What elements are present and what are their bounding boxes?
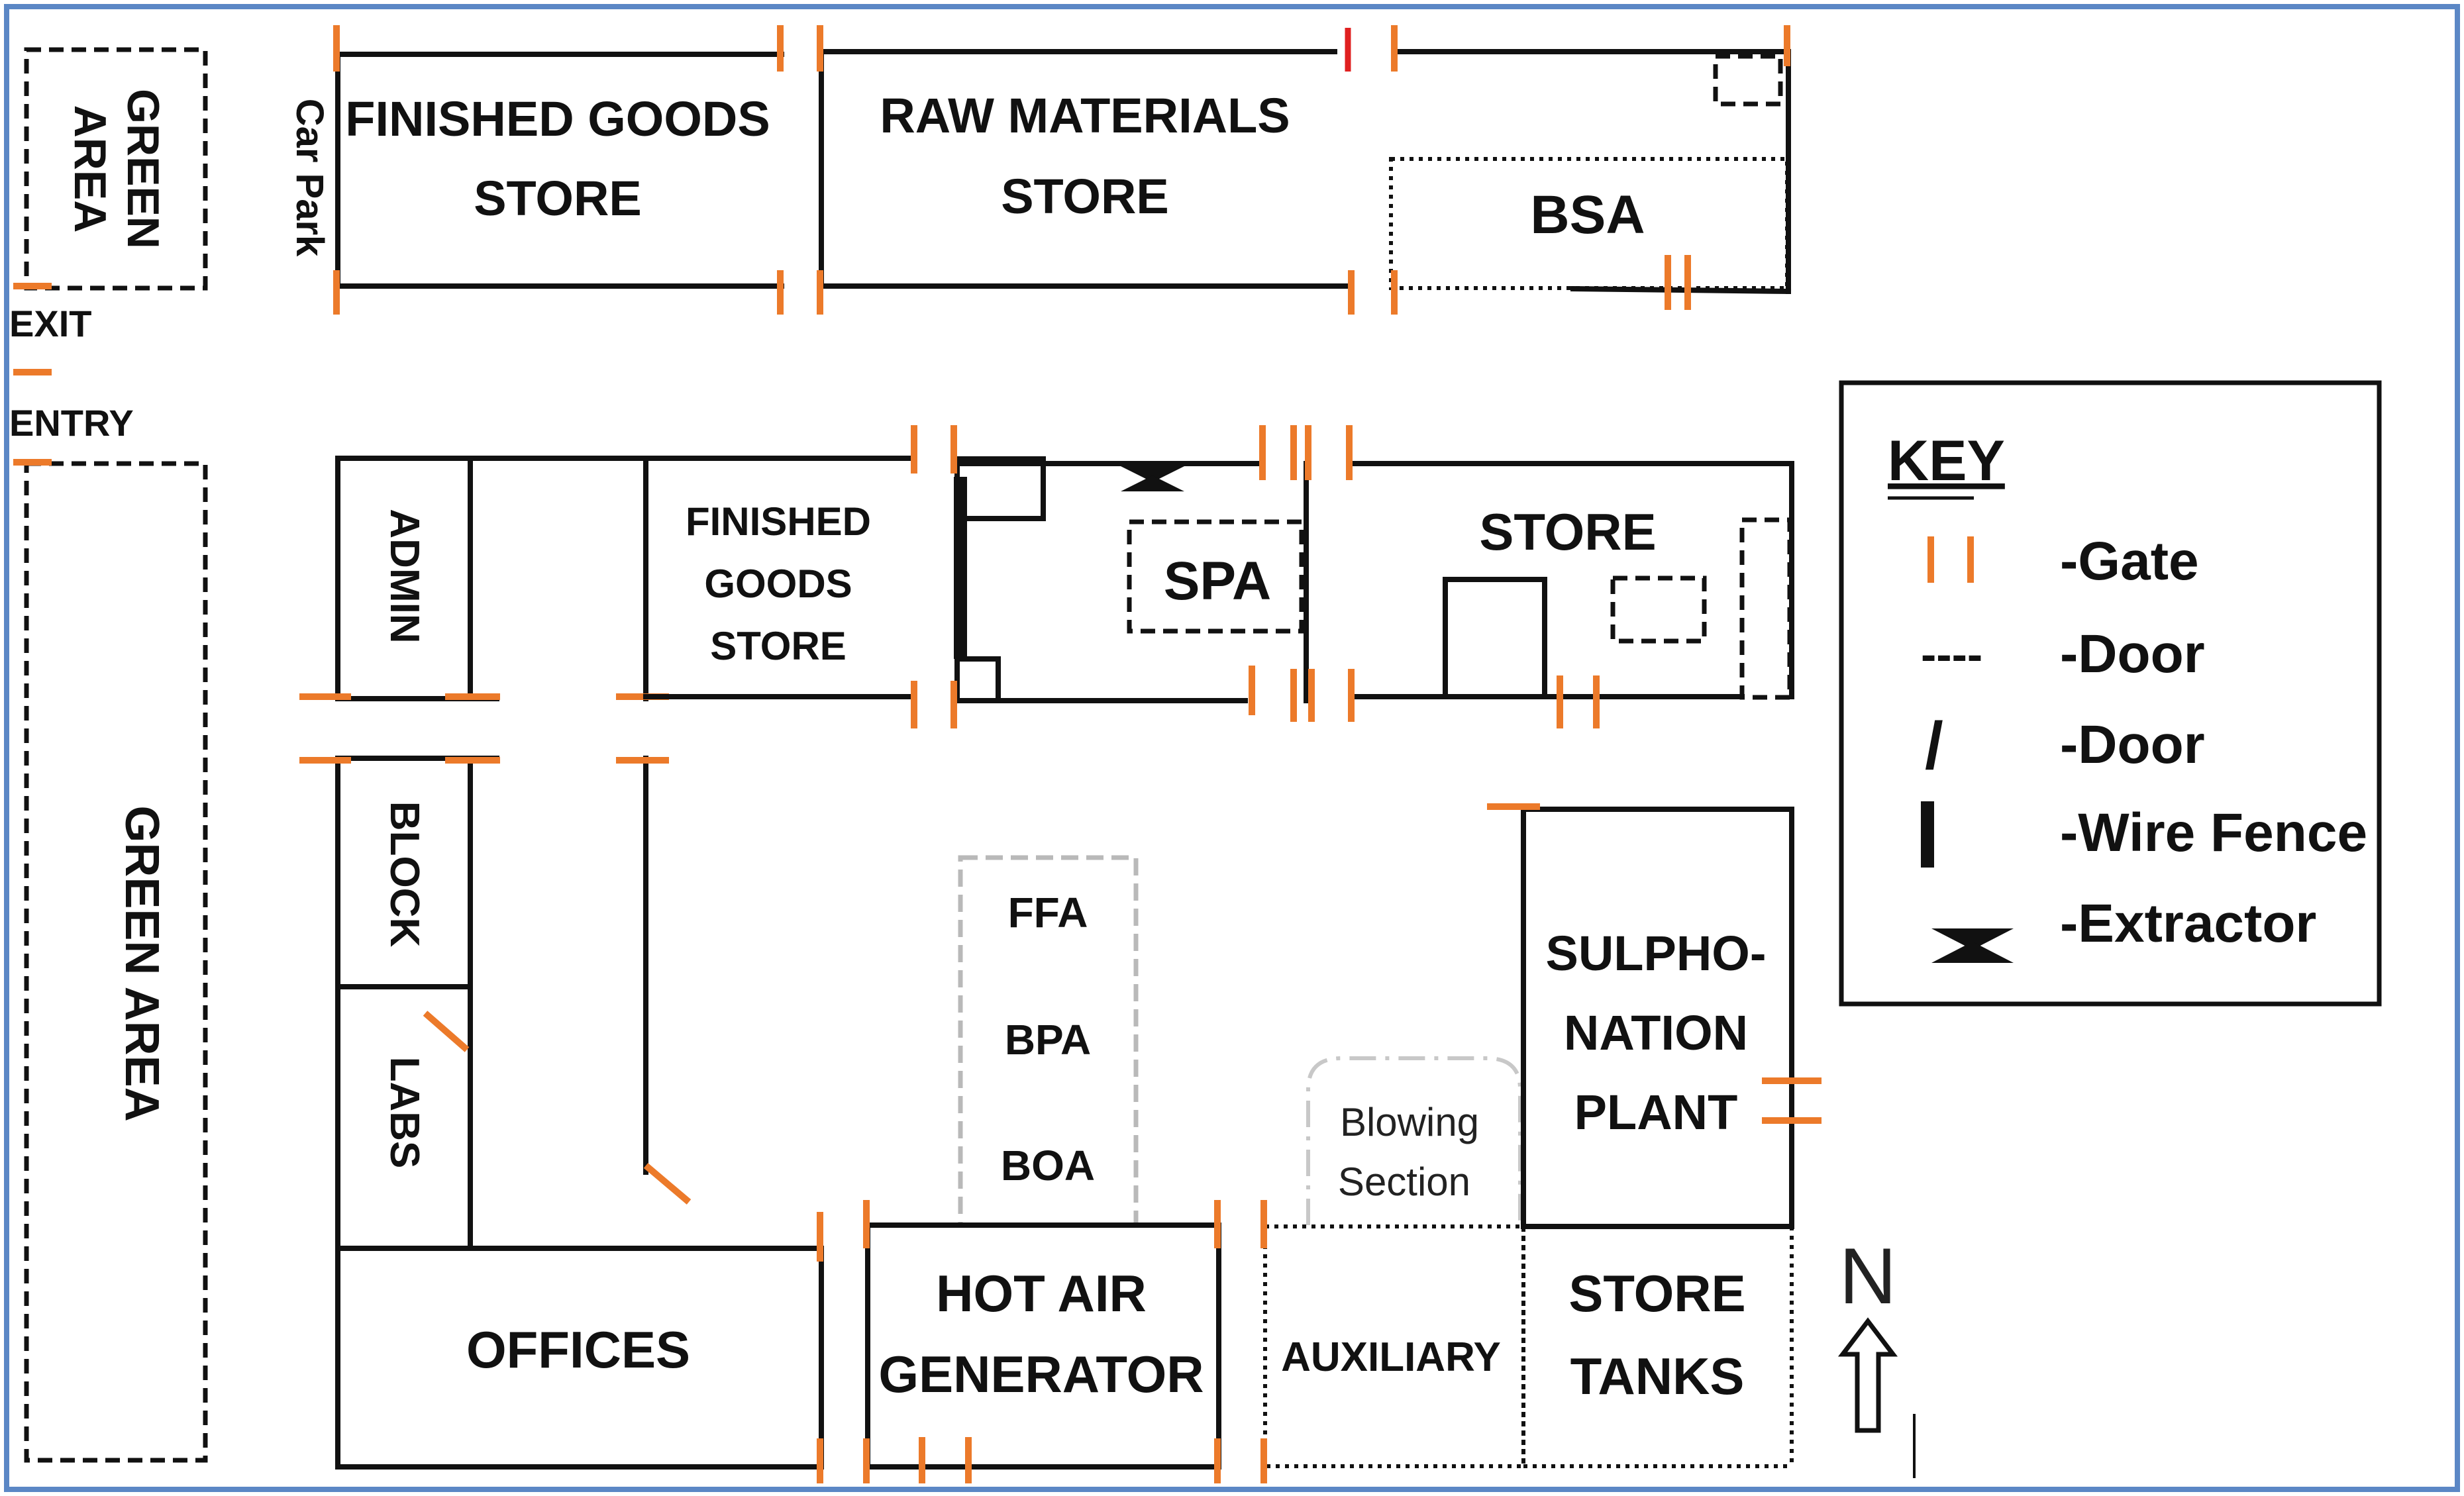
store-tanks bbox=[1521, 1224, 1794, 1468]
bsa-zone bbox=[1389, 157, 1789, 290]
admin-gates bbox=[299, 693, 669, 764]
top-row-gates bbox=[333, 25, 1790, 315]
admin-label: ADMIN bbox=[382, 509, 427, 643]
admin-block-walls bbox=[335, 456, 648, 1251]
finished-goods-store-top-label-1: FINISHED GOODS bbox=[345, 91, 770, 146]
labs-door bbox=[423, 1011, 470, 1052]
ffa-label: FFA bbox=[1008, 889, 1088, 936]
hot-air-generator bbox=[865, 1222, 1221, 1470]
store-building bbox=[1349, 461, 1794, 699]
lower-row-gates bbox=[817, 1200, 1267, 1483]
raw-materials-store bbox=[819, 49, 1351, 289]
store-small-zone bbox=[1610, 575, 1707, 644]
boa-label: BOA bbox=[1001, 1142, 1095, 1189]
labs-label: LABS bbox=[382, 1057, 427, 1169]
demarcation-icon: ---- bbox=[1921, 628, 1982, 680]
car-park-label: Car Park bbox=[288, 99, 331, 257]
key-gate-label: -Gate bbox=[2060, 531, 2199, 591]
raw-materials-store-label-2: STORE bbox=[1001, 169, 1169, 224]
sulphonation-plant-label-2: NATION bbox=[1564, 1005, 1748, 1060]
green-area-left-label: GREEN AREA bbox=[115, 805, 168, 1121]
north-arrow-icon bbox=[1837, 1317, 1898, 1433]
key-extractor-label: -Extractor bbox=[2060, 893, 2316, 954]
green-area-top-label: GREEN AREA bbox=[65, 89, 168, 249]
blowing-section-label-2: Section bbox=[1338, 1160, 1470, 1204]
finished-goods-store-top bbox=[335, 52, 824, 289]
spa-zone bbox=[1127, 519, 1304, 634]
exit-label: EXIT bbox=[9, 303, 91, 344]
block-label: BLOCK bbox=[382, 801, 427, 948]
auxiliary-label: AUXILIARY bbox=[1281, 1334, 1501, 1380]
key-title: KEY bbox=[1888, 429, 2005, 493]
sulphonation-gates bbox=[1487, 803, 1822, 1124]
offices-label: OFFICES bbox=[466, 1321, 690, 1379]
gate-icon bbox=[1927, 536, 1974, 583]
store-tanks-label-2: TANKS bbox=[1570, 1347, 1745, 1405]
finished-goods-store-mid bbox=[643, 456, 917, 699]
key-door-label: -Door bbox=[2060, 715, 2205, 775]
image-border bbox=[4, 4, 2460, 1492]
store-side-zone bbox=[1739, 517, 1792, 700]
finished-goods-store-mid-label-3: STORE bbox=[710, 624, 847, 668]
key-box bbox=[1839, 380, 2382, 1007]
blowing-section-label-1: Blowing bbox=[1340, 1100, 1479, 1144]
corridor-door bbox=[643, 1163, 692, 1205]
offices bbox=[335, 1246, 824, 1470]
store-label: STORE bbox=[1479, 503, 1656, 561]
blowing-section-zone bbox=[1306, 1056, 1522, 1225]
hot-air-generator-label-2: GENERATOR bbox=[878, 1345, 1204, 1403]
extractor-icon bbox=[1121, 466, 1184, 491]
bsa-small-zone bbox=[1713, 54, 1783, 107]
raw-materials-store-label-1: RAW MATERIALS bbox=[880, 88, 1290, 143]
key-wire-fence-label: -Wire Fence bbox=[2060, 803, 2367, 863]
spa-label: SPA bbox=[1164, 551, 1272, 611]
green-area-top-zone bbox=[24, 47, 208, 291]
sulphonation-plant-label-3: PLANT bbox=[1574, 1085, 1738, 1140]
green-area-left-zone bbox=[24, 461, 208, 1463]
sulphonation-plant-label-1: SULPHO- bbox=[1546, 926, 1767, 981]
middle-row-gates bbox=[911, 425, 1600, 728]
north-label: N bbox=[1839, 1232, 1897, 1321]
svg-text:GREEN: GREEN bbox=[118, 89, 168, 249]
finished-goods-store-mid-label-1: FINISHED bbox=[686, 499, 871, 544]
bsa-label: BSA bbox=[1530, 185, 1645, 245]
door-icon: / bbox=[1925, 709, 1943, 783]
hot-air-generator-label-1: HOT AIR bbox=[936, 1264, 1147, 1322]
finished-goods-store-mid-label-2: GOODS bbox=[704, 562, 852, 606]
entry-label: ENTRY bbox=[9, 402, 134, 444]
svg-text:AREA: AREA bbox=[65, 105, 115, 233]
key-demarcation-label: -Door bbox=[2060, 624, 2205, 684]
bpa-label: BPA bbox=[1005, 1016, 1091, 1064]
key-extractor-icon bbox=[1931, 928, 2014, 963]
store-tanks-label-1: STORE bbox=[1568, 1264, 1745, 1322]
finished-goods-store-top-label-2: STORE bbox=[474, 171, 642, 226]
bsa-building bbox=[1392, 49, 1792, 295]
